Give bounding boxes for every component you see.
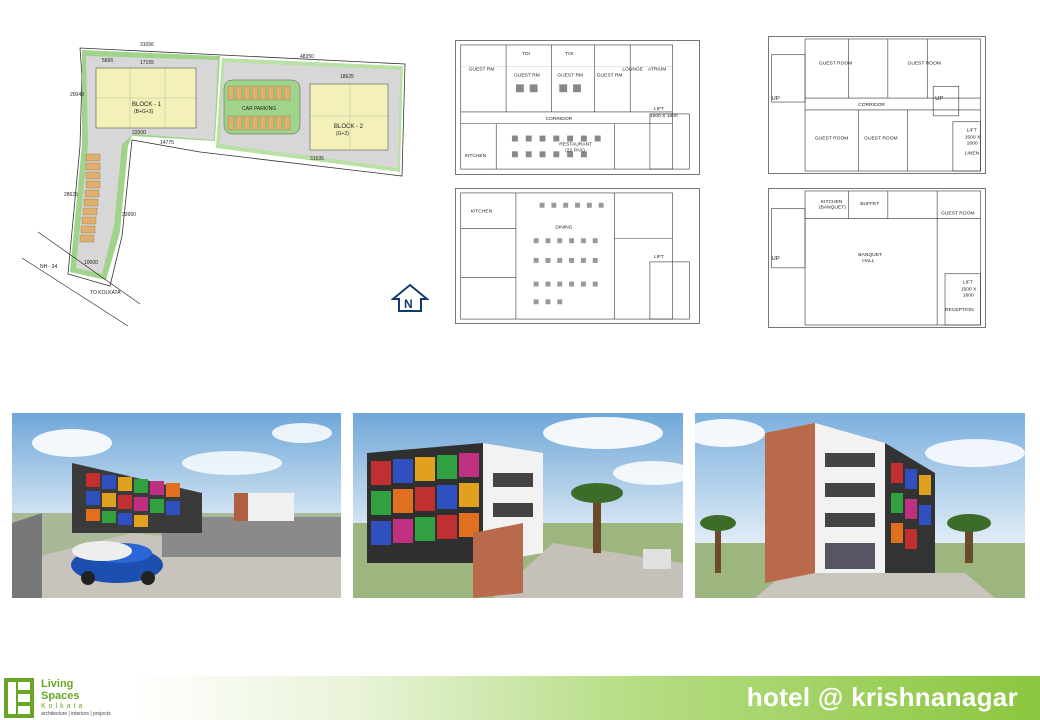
first-floor-plan-svg: KITCHEN DINING LIFT <box>460 192 690 320</box>
ground-floor-plan-svg: GUEST RM GUEST RM GUEST RM GUEST RM LOUN… <box>460 44 690 170</box>
banquet-floor-plan: KITCHEN (BANQUET) BUFFET GUEST ROOM BANQ… <box>768 188 986 328</box>
svg-text:48350: 48350 <box>300 54 314 60</box>
svg-text:5656: 5656 <box>102 58 113 64</box>
upper-floor-plan: GUEST ROOM GUEST ROOM GUEST ROOM GUEST R… <box>768 36 986 174</box>
logo-line-spaces: Spaces <box>41 690 80 702</box>
logo-city: Kolkata <box>41 703 86 710</box>
upper-guest-room-1: GUEST ROOM <box>819 61 852 67</box>
render-exterior-front <box>12 413 341 598</box>
ff-dining: DINING <box>555 224 572 230</box>
footer-bar: hotel @ krishnanagar <box>132 676 1040 720</box>
svg-text:20049: 20049 <box>70 92 84 98</box>
banquet-lift: LIFT <box>963 280 973 286</box>
banquet-buffet: BUFFET <box>860 201 879 207</box>
gf-atrium: ATRIUM <box>648 67 666 73</box>
upper-up-1: UP <box>772 96 780 102</box>
upper-up-2: UP <box>935 96 943 102</box>
site-plan-drawing: BLOCK - 1 (B+G+3) BLOCK - 2 (G+2) CAR PA… <box>10 36 415 327</box>
svg-text:31056: 31056 <box>140 42 154 48</box>
living-spaces-logo-icon <box>4 678 34 718</box>
gf-guest-rm-3: GUEST RM <box>557 72 583 78</box>
gf-lift: LIFT <box>654 106 664 112</box>
upper-corridor: CORRIDOR <box>858 102 885 108</box>
gf-guest-rm-4: GUEST RM <box>597 72 623 78</box>
upper-lift-size-2: 1600 <box>967 140 978 146</box>
svg-text:10000: 10000 <box>84 260 98 266</box>
first-floor-plan: KITCHEN DINING LIFT <box>455 188 700 324</box>
render-exterior-side <box>695 413 1025 598</box>
banquet-guest-room: GUEST ROOM <box>941 211 974 217</box>
gf-guest-rm-2: GUEST RM <box>514 72 540 78</box>
parking-label: CAR PARKING <box>242 106 276 112</box>
svg-text:22000: 22000 <box>132 130 146 136</box>
banquet-hall-sub: HALL <box>862 258 875 264</box>
banquet-up: UP <box>772 256 780 262</box>
block2-label: BLOCK - 2 <box>334 124 364 130</box>
banquet-kitchen-sub: (BANQUET) <box>819 205 846 211</box>
north-arrow-icon: N <box>390 283 430 313</box>
upper-guest-room-2: GUEST ROOM <box>908 61 941 67</box>
block2-floors: (G+2) <box>336 131 349 137</box>
gf-kitchen: KITCHEN <box>465 153 487 159</box>
svg-text:31535: 31535 <box>310 156 324 162</box>
slide-title: hotel @ krishnanagar <box>746 682 1018 712</box>
banquet-kitchen: KITCHEN <box>821 199 843 205</box>
svg-text:14775: 14775 <box>160 140 174 146</box>
to-kolkata-label: TO KOLKATA <box>90 290 121 296</box>
upper-guest-room-4: GUEST ROOM <box>864 135 897 141</box>
banquet-floor-plan-svg: KITCHEN (BANQUET) BUFFET GUEST ROOM BANQ… <box>771 190 981 326</box>
svg-text:32660: 32660 <box>122 212 136 218</box>
upper-floor-plan-svg: GUEST ROOM GUEST ROOM GUEST ROOM GUEST R… <box>771 38 981 172</box>
upper-lift-size-1: 1500 X <box>965 135 981 141</box>
svg-text:28625: 28625 <box>64 192 78 198</box>
gf-toi-1: TOI <box>522 51 530 57</box>
upper-guest-room-3: GUEST ROOM <box>815 135 848 141</box>
block1-floors: (B+G+3) <box>134 109 154 115</box>
ff-kitchen: KITCHEN <box>471 209 493 215</box>
logo-tagline: architecture | interiors | projects <box>41 711 111 717</box>
company-logo: Living Spaces Kolkata architecture | int… <box>4 676 130 720</box>
banquet-lift-size-1: 1500 X <box>961 287 977 293</box>
svg-text:18625: 18625 <box>340 74 354 80</box>
block1-label: BLOCK - 1 <box>132 102 162 108</box>
ground-floor-plan: GUEST RM GUEST RM GUEST RM GUEST RM LOUN… <box>455 40 700 175</box>
site-plan-svg: BLOCK - 1 (B+G+3) BLOCK - 2 (G+2) CAR PA… <box>21 42 406 327</box>
gf-restaurant: RESTAURANT <box>559 141 592 147</box>
upper-lift: LIFT <box>967 128 977 134</box>
upper-linen: LINEN <box>965 150 980 156</box>
gf-corridor: CORRIDOR <box>545 116 572 122</box>
render-exterior-corner <box>353 413 683 598</box>
gf-lift-size: 1500 X 1600 <box>650 113 678 119</box>
logo-line-living: Living <box>41 678 74 690</box>
banquet-lift-size-2: 1600 <box>963 292 974 298</box>
north-label: N <box>404 297 413 311</box>
gf-toi-2: TOI <box>565 51 573 57</box>
banquet-hall: BANQUET <box>858 252 882 258</box>
banquet-reception: RECEPTION <box>945 307 974 313</box>
gf-restaurant-pax: (22 PAX) <box>565 147 585 153</box>
ff-lift: LIFT <box>654 254 664 260</box>
gf-guest-rm-1: GUEST RM <box>469 67 495 73</box>
gf-lounge: LOUNGE <box>622 67 643 73</box>
site-dimensions: 31056 5656 17155 48350 18625 22000 14775… <box>64 42 354 266</box>
road-label: NH - 34 <box>40 264 57 270</box>
svg-text:17155: 17155 <box>140 60 154 66</box>
